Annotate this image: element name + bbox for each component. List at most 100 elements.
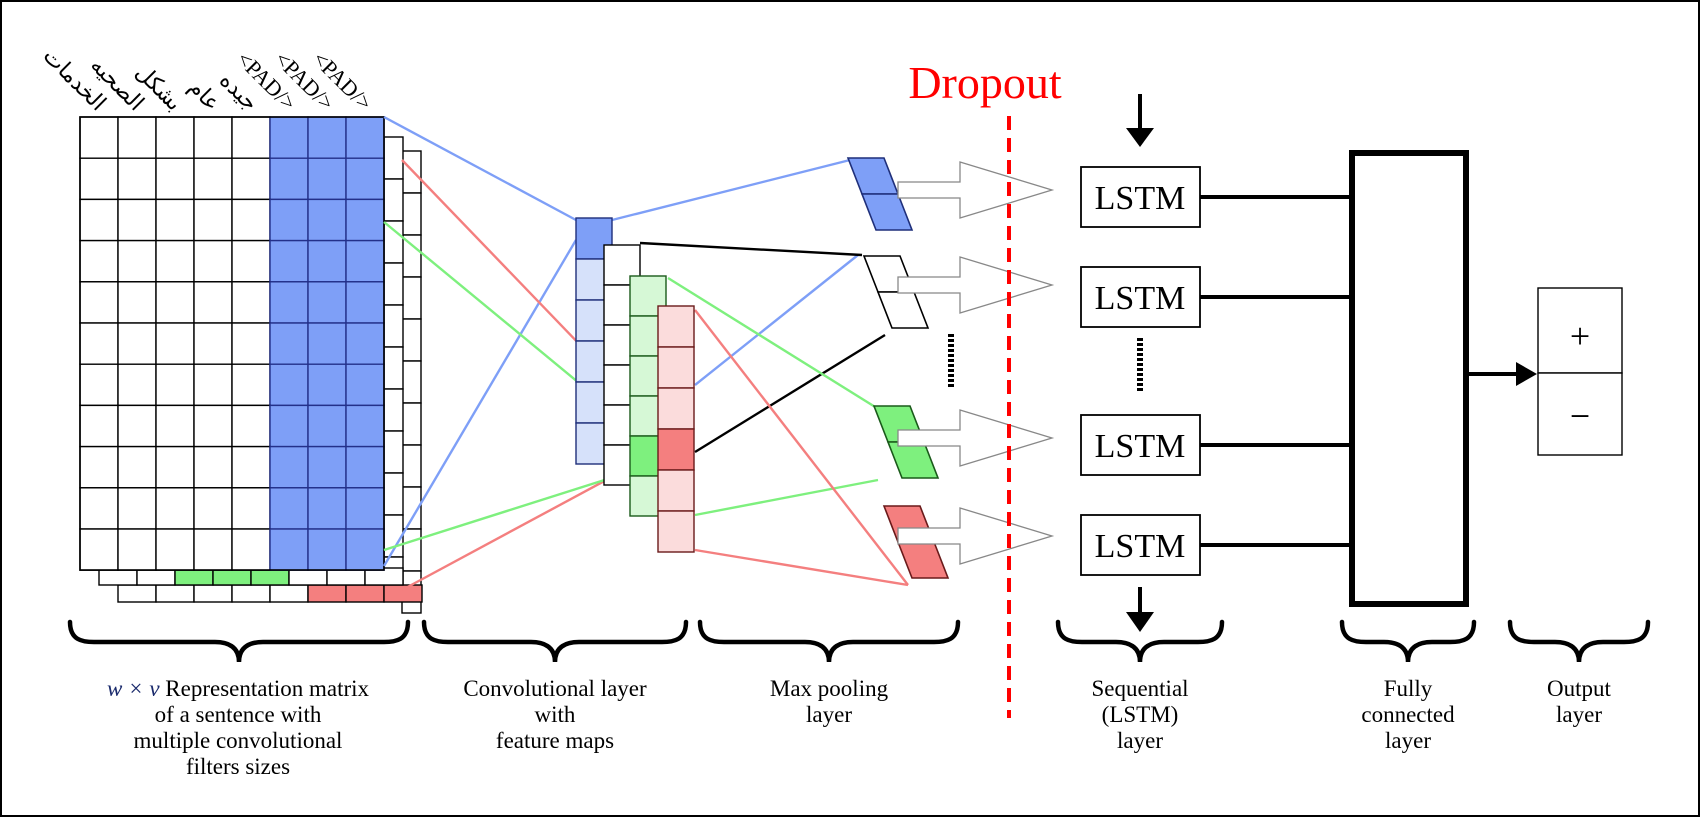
matrix-cell — [117, 322, 157, 365]
matrix-cell — [79, 157, 119, 201]
matrix-cell — [155, 528, 195, 571]
conv-map-cell-red — [657, 346, 695, 389]
matrix-back-column-cell — [383, 346, 404, 390]
matrix-cell — [269, 239, 309, 283]
connection-line — [694, 309, 909, 586]
matrix-cell — [193, 157, 233, 201]
matrix-cell — [193, 281, 233, 324]
matrix-cell — [79, 198, 119, 242]
matrix-cell — [155, 322, 195, 365]
matrix-cell — [79, 116, 119, 159]
matrix-cell — [231, 363, 271, 407]
matrix-cell — [345, 281, 385, 324]
brace — [421, 619, 689, 663]
caption-conv-line: feature maps — [496, 728, 614, 753]
matrix-cell — [231, 116, 271, 159]
conv-map-cell-red — [657, 387, 695, 430]
matrix-cell — [117, 116, 157, 159]
matrix-back-column-cell — [383, 220, 404, 264]
matrix-cell — [307, 363, 347, 407]
brace — [1507, 619, 1651, 663]
matrix-cell — [231, 239, 271, 283]
lstm-label: LSTM — [1095, 280, 1186, 317]
ellipsis-dot — [948, 379, 954, 382]
connection-line — [383, 468, 637, 552]
caption-representation-line: multiple convolutional — [134, 728, 343, 753]
matrix-cell — [345, 404, 385, 448]
connection-line — [611, 158, 851, 222]
connection-line — [694, 548, 909, 587]
matrix-cell — [269, 487, 309, 530]
matrix-cell — [155, 116, 195, 159]
caption-representation-line: of a sentence with — [155, 702, 322, 727]
ellipsis-dot — [948, 359, 954, 362]
matrix-cell — [117, 445, 157, 489]
representation-matrix — [79, 116, 423, 614]
brace — [67, 619, 411, 663]
matrix-back-column-cell — [383, 136, 404, 180]
caption-lstm-line: Sequential — [1091, 676, 1188, 701]
dropout: Dropout — [908, 57, 1062, 718]
down-arrow-icon — [1126, 612, 1154, 632]
matrix-back-row-cell — [117, 584, 157, 603]
matrix-cell — [307, 157, 347, 201]
matrix-cell — [307, 445, 347, 489]
matrix-cell — [345, 239, 385, 283]
matrix-cell — [193, 322, 233, 365]
matrix-cell — [193, 116, 233, 159]
caption-output-line: layer — [1556, 702, 1602, 727]
ellipsis-dot — [1137, 388, 1143, 391]
matrix-cell — [117, 528, 157, 571]
ellipsis-dot — [1137, 373, 1143, 376]
caption-representation-line: filters sizes — [186, 754, 290, 779]
ellipsis-dot — [948, 344, 954, 347]
arrow-icon — [897, 409, 1055, 467]
connection-lines — [382, 115, 909, 592]
matrix-cell — [269, 157, 309, 201]
matrix-back-column-cell — [401, 318, 422, 362]
matrix-cell — [117, 198, 157, 242]
matrix-cell — [345, 445, 385, 489]
lstm-label: LSTM — [1095, 528, 1186, 565]
matrix-cell — [79, 363, 119, 407]
brace — [1055, 619, 1225, 663]
output-negative-symbol: − — [1570, 396, 1590, 436]
matrix-back-column-cell — [401, 150, 422, 194]
matrix-back-column-cell — [401, 360, 422, 404]
arrow-icon — [897, 507, 1055, 565]
matrix-cell — [117, 157, 157, 201]
caption-representation-line: w × v Representation matrix — [107, 676, 370, 701]
lstm-cell — [1080, 414, 1201, 476]
ellipsis-dot — [948, 384, 954, 387]
matrix-cell — [345, 487, 385, 530]
matrix-back-row-cell — [345, 584, 385, 603]
matrix-cell — [79, 322, 119, 365]
matrix-cell — [345, 157, 385, 201]
matrix-cell — [155, 445, 195, 489]
brace — [697, 619, 961, 663]
matrix-cell — [307, 239, 347, 283]
ellipsis-dot — [948, 369, 954, 372]
dropout-label: Dropout — [908, 57, 1062, 108]
ellipsis-dot — [1137, 353, 1143, 356]
matrix-back-row-cell — [193, 584, 233, 603]
matrix-cell — [307, 116, 347, 159]
max-pool-cell — [860, 193, 914, 231]
matrix-cell — [307, 281, 347, 324]
ellipsis-dot — [1137, 368, 1143, 371]
matrix-back-row-cell — [269, 584, 309, 603]
caption-output-line: Output — [1547, 676, 1612, 701]
right-arrow-icon — [1516, 362, 1537, 386]
matrix-cell — [79, 404, 119, 448]
conv-map-cell-red — [657, 510, 695, 553]
matrix-back-column-cell — [401, 234, 422, 278]
matrix-cell — [193, 487, 233, 530]
matrix-cell — [155, 487, 195, 530]
matrix-cell — [231, 445, 271, 489]
ellipsis-dot — [948, 339, 954, 342]
matrix-cell — [79, 445, 119, 489]
matrix-border — [79, 116, 385, 571]
convolutional-feature-maps — [575, 217, 695, 553]
